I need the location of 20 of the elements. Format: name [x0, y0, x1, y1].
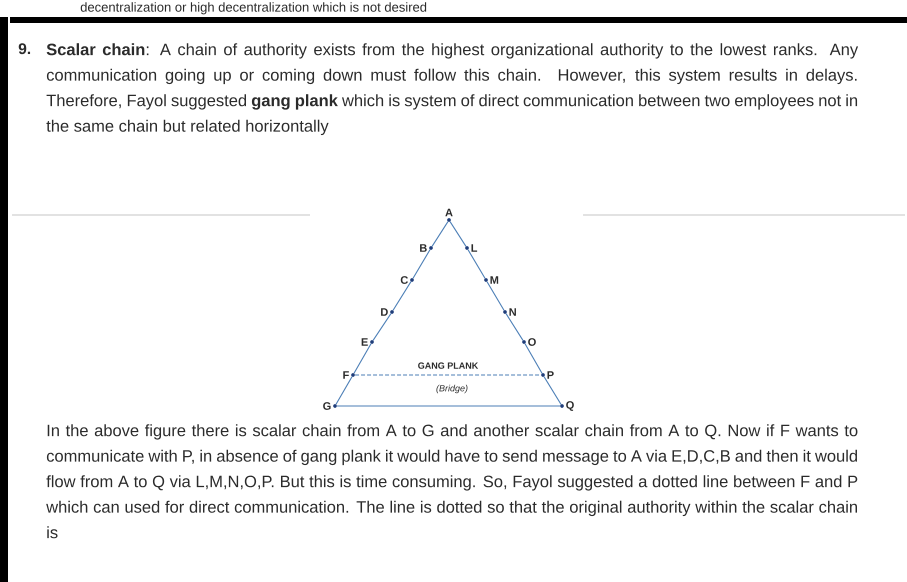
paragraph: In the above figure there is scalar chain from A to G and another scalar chain from A to Q. Now if F wants to communicate with P, in absence of gang plank it would have to send message to A via E,D,C,B and then it would flow from A to Q via L,M,N,O,P. But this is time consuming. So, Fayol suggested a dotted line between F and P which can used for direct communication. The line is dotted so that the original authority within the scalar chain is: [46, 424, 858, 538]
connector-line: [354, 343, 372, 374]
paragraph: Scalar chain: A chain of authority exists from the highest organizational authority to the lowest ranks. Any communication going up or coming down must follow this chain. However, this system results in delays. Therefore, Fayol suggested gang plank which is system of direct communication between two employees not in the same chain but related horizontally: [46, 43, 858, 136]
list-number: 9.: [18, 43, 30, 54]
connector-line: [336, 376, 352, 405]
bridge-caption: (Bridge): [436, 384, 468, 394]
edge-label: GANG PLANK: [416, 361, 480, 370]
text-line: decentralization or high decentralization which is not desired: [80, 2, 426, 14]
connector-line: [412, 249, 430, 279]
connector-line: [450, 221, 466, 247]
connector-line: [372, 313, 392, 341]
connector-line: [337, 405, 560, 407]
connector-line: [486, 281, 504, 311]
connector-line: [354, 374, 542, 376]
connector-line: [392, 281, 412, 311]
connector-line: [432, 221, 448, 247]
connector-line: [524, 344, 542, 374]
connector-line: [506, 313, 524, 341]
connector-line: [544, 376, 562, 405]
connector-line: [468, 249, 486, 279]
